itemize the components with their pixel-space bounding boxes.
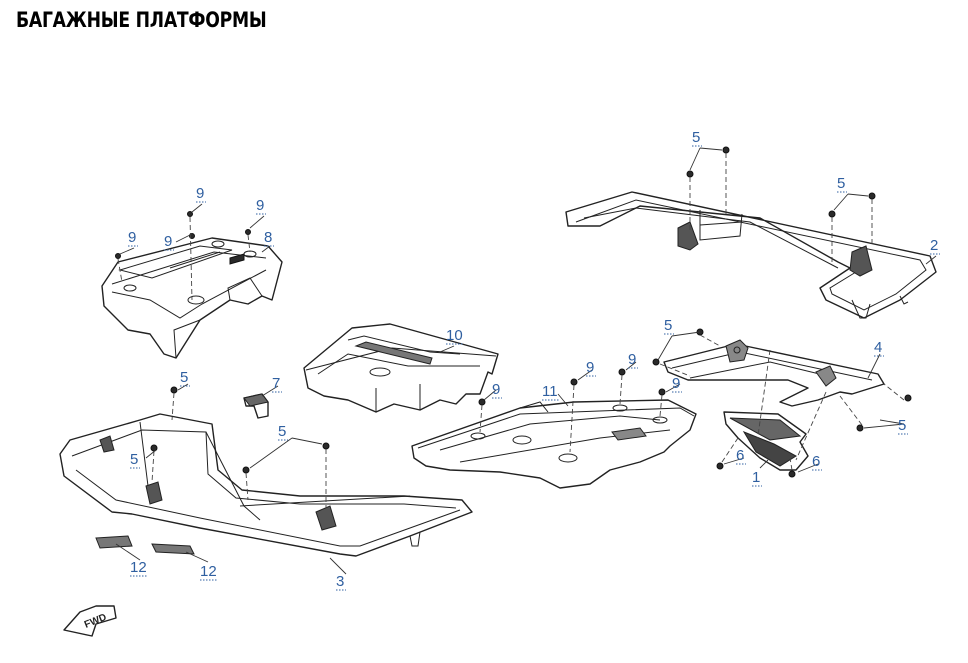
callout-11: 11 [542,383,558,400]
callout-6: 6 [736,447,744,464]
callout-9: 9 [628,351,636,368]
callout-7: 7 [272,375,280,392]
small-clip [243,393,269,419]
callout-9: 9 [164,233,172,250]
callout-6: 6 [812,453,820,470]
reflector-strips [95,535,195,555]
front-storage-cover [303,323,499,413]
callout-2: 2 [930,237,938,254]
rear-platform-block [101,211,283,359]
callout-5: 5 [692,129,700,146]
callout-4: 4 [874,339,882,356]
callout-9: 9 [586,359,594,376]
callout-12: 12 [130,559,147,576]
rear-rack-frame [565,146,937,319]
callout-5: 5 [130,451,138,468]
callout-5: 5 [278,423,286,440]
callout-12: 12 [200,563,217,580]
fwd-arrow-icon: FWD [63,605,117,637]
callout-5: 5 [898,417,906,434]
callout-8: 8 [264,229,272,246]
callout-9: 9 [672,375,680,392]
callout-9: 9 [256,197,264,214]
callout-9: 9 [492,381,500,398]
front-platform [411,368,697,489]
callout-10: 10 [446,327,463,344]
front-upper-bracket [652,328,912,432]
callouts: 5 5 2 9 9 9 9 8 10 5 4 5 7 9 9 9 9 11 5 … [128,129,938,590]
leader-lines [115,147,937,575]
callout-5: 5 [664,317,672,334]
callout-5: 5 [837,175,845,192]
front-rack-frame [59,386,473,557]
callout-5: 5 [180,369,188,386]
callout-9: 9 [196,185,204,202]
callout-9: 9 [128,229,136,246]
callout-3: 3 [336,573,344,590]
callout-1: 1 [752,469,760,486]
page-title: БАГАЖНЫЕ ПЛАТФОРМЫ [16,8,267,32]
bracket-plate [716,349,827,478]
